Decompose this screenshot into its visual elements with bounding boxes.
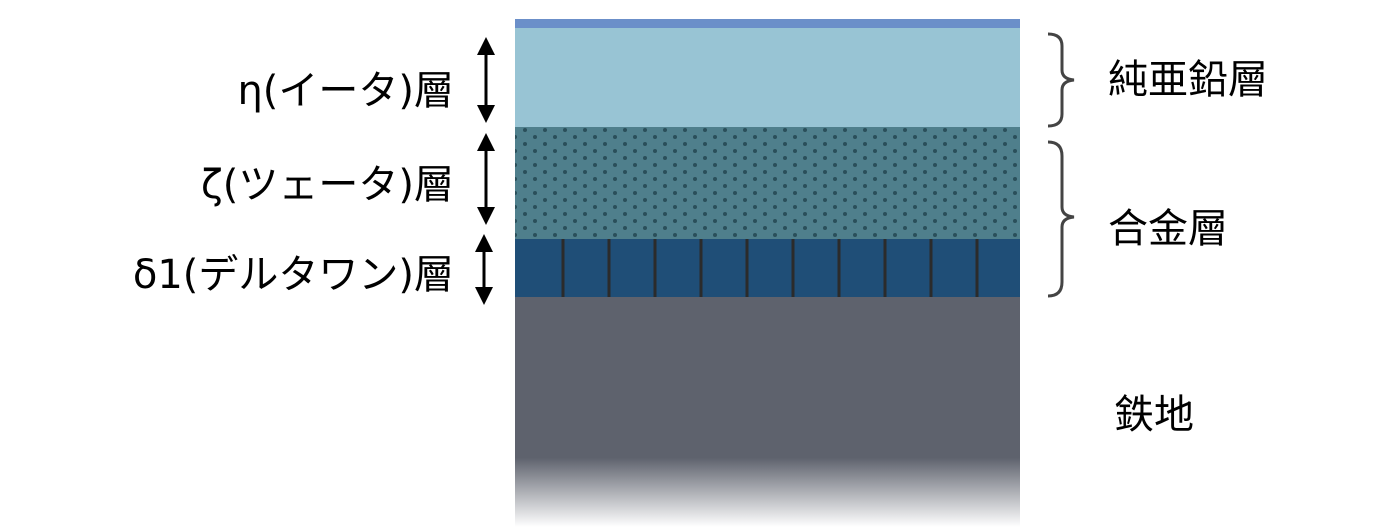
zeta-dot-pattern [515, 127, 1020, 239]
iron-base-label: 鉄地 [1114, 392, 1194, 438]
pure-zinc-layer-label: 純亜鉛層 [1108, 57, 1268, 103]
alloy-bracket [1047, 140, 1075, 298]
eta-layer [515, 27, 1020, 127]
zeta-layer-label: ζ(ツェータ)層 [201, 162, 454, 208]
alloy-layer-label: 合金層 [1108, 206, 1228, 252]
delta1-layer [515, 239, 1020, 297]
iron-base-layer [515, 296, 1020, 527]
eta-layer-label: η(イータ)層 [237, 68, 454, 114]
delta1-layer-label: δ1(デルタワン)層 [132, 252, 454, 298]
delta1-palisade-lines [561, 239, 979, 297]
pure-zinc-bracket [1047, 32, 1075, 128]
eta-top-strip [515, 19, 1020, 28]
